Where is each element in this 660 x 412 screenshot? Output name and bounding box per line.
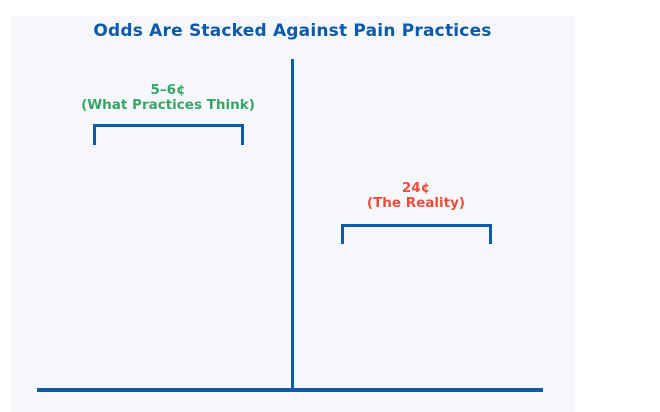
left-bracket — [93, 124, 244, 145]
right-annotation-value: 24¢ — [401, 180, 431, 196]
right-bracket — [341, 224, 492, 244]
center-divider-line — [291, 59, 294, 392]
left-annotation-value: 5–6¢ — [150, 82, 186, 98]
chart-title: Odds Are Stacked Against Pain Practices — [93, 21, 492, 41]
axis-baseline — [37, 388, 543, 392]
left-annotation: 5–6¢ (What Practices Think) — [48, 83, 288, 113]
left-annotation-label: (What Practices Think) — [81, 97, 255, 113]
right-annotation-label: (The Reality) — [366, 195, 466, 211]
right-annotation: 24¢ (The Reality) — [296, 181, 536, 211]
